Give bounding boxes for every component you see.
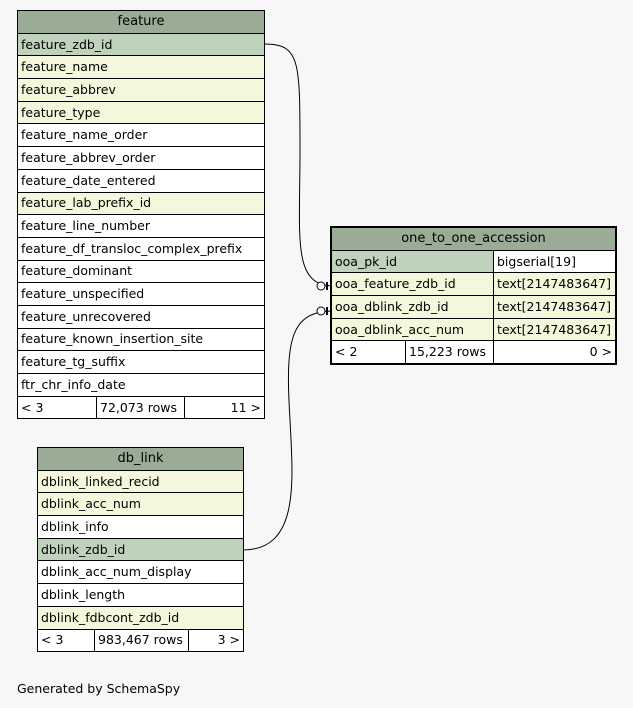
column-row[interactable]: feature_dominant [16,259,266,284]
column-row[interactable]: feature_name_order [16,123,266,148]
column-name: feature_unspecified [16,282,266,306]
table-header-row: db_link [36,447,245,471]
column-row[interactable]: feature_zdb_id [16,32,266,57]
column-type: bigserial[19] [493,249,616,274]
column-row[interactable]: dblink_acc_num [36,492,245,517]
column-name: dblink_acc_num [36,492,245,517]
column-name: feature_known_insertion_site [16,327,266,352]
column-row[interactable]: feature_known_insertion_site [16,327,266,352]
column-name: ooa_pk_id [331,249,494,274]
column-name: feature_zdb_id [16,32,266,57]
parent-count: < 3 [37,628,95,653]
column-name: dblink_zdb_id [36,537,245,562]
column-row[interactable]: dblink_linked_recid [36,469,245,494]
relationship-feature-to-ooa [263,43,335,287]
row-count: 15,223 rows [405,340,494,365]
column-name: feature_unrecovered [16,304,266,329]
column-name: dblink_acc_num_display [36,560,245,585]
column-name: feature_abbrev [16,78,266,102]
column-row[interactable]: feature_unspecified [16,282,266,306]
column-type: text[2147483647] [493,317,616,342]
column-name: dblink_fdbcont_zdb_id [36,605,245,630]
column-name: feature_abbrev_order [16,146,266,170]
column-name: feature_tg_suffix [16,350,266,374]
table-header-row: one_to_one_accession [331,227,616,251]
column-name: dblink_length [36,583,245,607]
column-name: ooa_dblink_zdb_id [331,295,494,319]
generated-by-note: Generated by SchemaSpy [17,681,181,696]
parent-count: < 3 [17,395,97,420]
column-name: feature_type [16,100,266,125]
column-name: feature_name_order [16,123,266,148]
column-row[interactable]: feature_abbrev_order [16,146,266,170]
column-row[interactable]: feature_line_number [16,214,266,238]
column-row[interactable]: feature_lab_prefix_id [16,191,266,216]
column-row[interactable]: feature_tg_suffix [16,350,266,374]
column-row[interactable]: ftr_chr_info_date [16,373,266,397]
column-type: text[2147483647] [493,295,616,319]
column-name: dblink_info [36,515,245,539]
column-name: feature_name [16,55,266,80]
column-name: ooa_feature_zdb_id [331,272,494,297]
column-row[interactable]: feature_unrecovered [16,304,266,329]
column-name: feature_date_entered [16,168,266,193]
column-row[interactable]: feature_abbrev [16,78,266,102]
table-name: db_link [36,447,245,471]
row-count: 983,467 rows [94,628,189,653]
child-count: 11 > [183,395,266,420]
relationship-feature-marker [316,281,326,291]
column-row[interactable]: dblink_acc_num_display [36,560,245,585]
column-row[interactable]: feature_name [16,55,266,80]
column-name: ooa_dblink_acc_num [331,317,494,342]
parent-count: < 2 [331,340,406,365]
column-name: feature_lab_prefix_id [16,191,266,216]
column-row[interactable]: dblink_length [36,583,245,607]
row-count: 72,073 rows [96,395,185,420]
column-name: dblink_linked_recid [36,469,245,494]
column-name: ftr_chr_info_date [16,373,266,397]
column-row[interactable]: dblink_info [36,515,245,539]
table-name: feature [16,10,266,34]
table-name: one_to_one_accession [331,227,616,251]
child-count: 3 > [187,628,245,653]
table-header-row: feature [16,10,266,34]
column-row[interactable]: feature_df_transloc_complex_prefix [16,236,266,261]
column-name: feature_line_number [16,214,266,238]
column-row[interactable]: dblink_zdb_id [36,537,245,562]
column-row[interactable]: dblink_fdbcont_zdb_id [36,605,245,630]
column-row[interactable]: feature_type [16,100,266,125]
column-name: feature_dominant [16,259,266,284]
child-count: 0 > [493,340,616,365]
column-name: feature_df_transloc_complex_prefix [16,236,266,261]
relationship-dblink-marker [316,306,326,316]
column-type: text[2147483647] [493,272,616,297]
column-row[interactable]: feature_date_entered [16,168,266,193]
